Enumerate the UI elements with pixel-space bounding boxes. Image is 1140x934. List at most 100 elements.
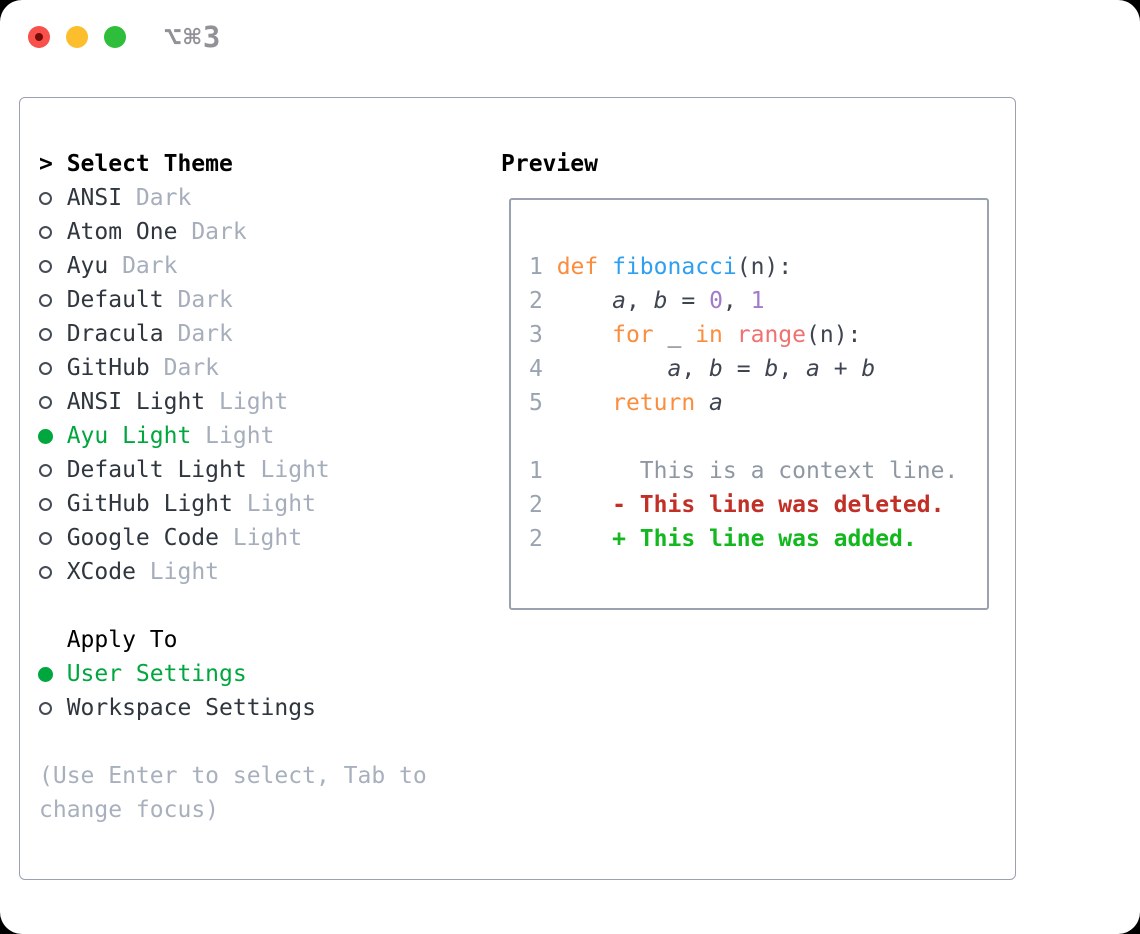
close-dot-icon: [35, 33, 43, 41]
theme-option-label: GitHub: [66, 355, 150, 381]
code-token: 3: [529, 322, 557, 348]
zoom-button-icon[interactable]: [104, 26, 126, 48]
hint-line-1: (Use Enter to select, Tab to: [39, 763, 427, 789]
apply-option[interactable]: Workspace Settings: [39, 691, 427, 725]
focus-chevron-icon: >: [39, 151, 53, 177]
theme-option[interactable]: ANSI Dark: [39, 181, 427, 215]
code-token: fibonacci: [612, 254, 737, 280]
preview-line: 1 def fibonacci(n):: [529, 250, 987, 284]
theme-variant: Light: [232, 525, 303, 551]
radio-icon: [39, 225, 67, 239]
theme-option[interactable]: Google Code Light: [39, 521, 427, 555]
code-token: (n):: [736, 254, 793, 280]
radio-icon: [39, 327, 67, 341]
code-token: 2: [529, 288, 557, 314]
theme-variant: Light: [260, 457, 330, 483]
code-token: a: [667, 356, 682, 382]
code-token: [598, 254, 612, 280]
code-token: 1: [750, 288, 765, 314]
code-token: a: [709, 390, 723, 416]
code-token: [723, 322, 737, 348]
preview-line: [529, 420, 987, 454]
code-token: range: [736, 322, 806, 348]
theme-option[interactable]: Dracula Dark: [39, 317, 427, 351]
radio-icon: [39, 191, 67, 205]
code-token: [557, 322, 612, 348]
minimize-button-icon[interactable]: [66, 26, 88, 48]
theme-variant: Dark: [135, 185, 192, 211]
theme-variant: Dark: [177, 287, 233, 313]
code-token: ,: [681, 356, 710, 382]
radio-icon: [39, 361, 67, 375]
radio-icon: [39, 565, 67, 579]
preview-line: 2 - This line was deleted.: [529, 488, 987, 522]
theme-variant: Light: [246, 491, 316, 517]
radio-circle-icon: [38, 666, 53, 682]
code-token: in: [695, 322, 723, 348]
radio-selected-icon: [38, 666, 67, 682]
code-token: [695, 390, 709, 416]
radio-circle-icon: [39, 565, 52, 579]
radio-circle-icon: [39, 259, 52, 273]
radio-circle-icon: [39, 361, 52, 375]
radio-icon: [39, 531, 67, 545]
code-token: + This line was added.: [542, 526, 917, 552]
theme-option[interactable]: Default Light Light: [39, 453, 427, 487]
code-token: [557, 356, 668, 382]
apply-option-label: User Settings: [66, 661, 247, 687]
theme-variant: Light: [219, 389, 289, 415]
theme-option-label: Default Light: [66, 457, 247, 483]
code-token: =: [667, 288, 710, 314]
code-token: for: [612, 322, 654, 348]
theme-option-label: XCode: [66, 559, 136, 585]
code-token: return: [612, 390, 696, 416]
code-token: 2: [529, 526, 543, 552]
code-token: +: [819, 356, 862, 382]
hint-line-2: change focus): [39, 797, 220, 823]
code-token: def: [556, 254, 599, 280]
code-token: (n):: [806, 322, 862, 348]
code-token: ,: [722, 288, 751, 314]
code-token: [557, 288, 612, 314]
code-token: =: [722, 356, 765, 382]
theme-option-label: Atom One: [66, 219, 178, 245]
radio-circle-icon: [39, 225, 52, 239]
code-token: b: [709, 356, 723, 382]
code-token: a: [612, 288, 626, 314]
theme-variant: Dark: [177, 321, 233, 347]
theme-option-label: Ayu Light: [66, 423, 192, 449]
apply-option[interactable]: User Settings: [38, 657, 427, 691]
code-token: ,: [778, 356, 807, 382]
code-token: 1: [529, 458, 543, 484]
radio-selected-icon: [38, 428, 67, 444]
preview-line: 1 This is a context line.: [529, 454, 987, 488]
radio-circle-icon: [39, 531, 52, 545]
code-token: 1: [529, 254, 557, 280]
theme-option[interactable]: Default Dark: [39, 283, 427, 317]
radio-circle-icon: [39, 327, 52, 341]
spacer: [39, 589, 427, 623]
code-token: [557, 390, 612, 416]
preview-line: 3 for _ in range(n):: [529, 318, 987, 352]
theme-option-label: Default: [66, 287, 164, 313]
close-button-icon[interactable]: [28, 26, 50, 48]
radio-circle-icon: [38, 428, 53, 444]
code-token: a: [806, 356, 820, 382]
traffic-lights: [28, 26, 126, 48]
theme-option-label: Dracula: [66, 321, 164, 347]
theme-option-label: ANSI: [66, 185, 123, 211]
theme-option-label: Google Code: [66, 525, 220, 551]
apply-to-title: Apply To: [66, 627, 178, 653]
